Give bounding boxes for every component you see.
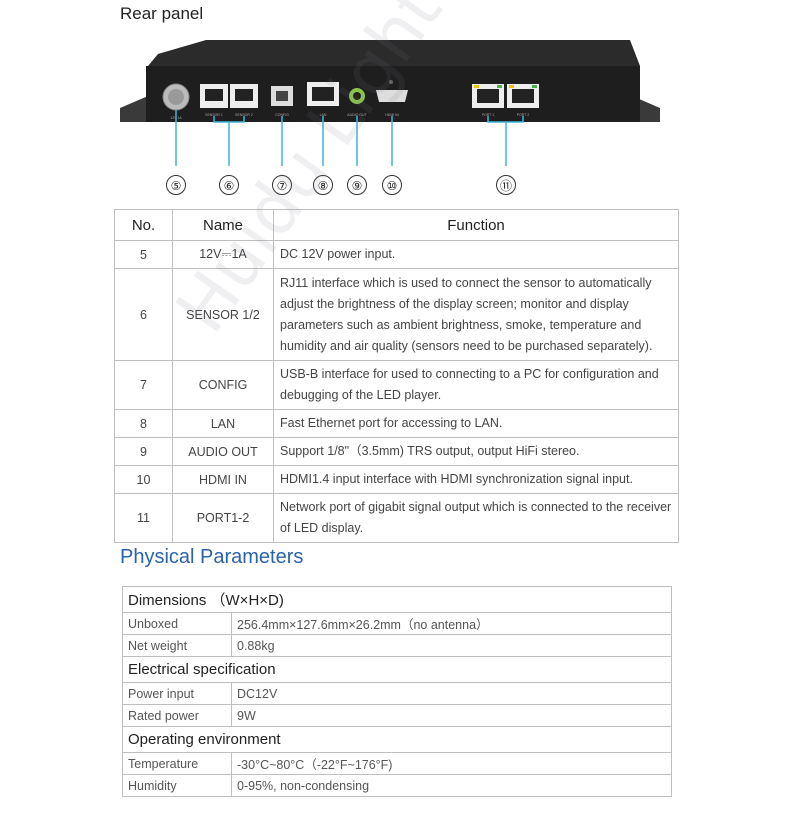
callout-10: ⑩ [382,175,402,195]
param-value: 9W [231,704,672,727]
port-label: CONFIG [275,113,289,117]
port-label: AUDIO OUT [347,113,367,117]
param-label: Unboxed [122,612,232,635]
row-no: 9 [114,437,173,466]
table-row: 8 LAN Fast Ethernet port for accessing t… [114,409,679,438]
row-name: PORT1-2 [172,493,274,543]
header-no: No. [114,209,173,241]
table-row: 6 SENSOR 1/2 RJ11 interface which is use… [114,268,679,361]
row-function: DC 12V power input. [273,240,679,269]
param-value: DC12V [231,682,672,705]
row-function: HDMI1.4 input interface with HDMI synchr… [273,465,679,494]
hdmi-in-icon [376,90,408,102]
row-no: 7 [114,360,173,410]
param-label: Net weight [122,634,232,657]
port-function-table: No. Name Function 5 12V⎓1A DC 12V power … [114,209,679,543]
row-no: 11 [114,493,173,543]
row-function: Network port of gigabit signal output wh… [273,493,679,543]
callout-8: ⑧ [313,175,333,195]
physical-parameters-title: Physical Parameters [120,546,304,568]
row-name: HDMI IN [172,465,274,494]
row-function: USB-B interface for used to connecting t… [273,360,679,410]
param-value: -30°C~80°C（-22°F~176°F) [231,752,672,775]
param-label: Power input [122,682,232,705]
param-value: 256.4mm×127.6mm×26.2mm（no antenna） [231,612,672,635]
electrical-header: Electrical specification [122,656,672,683]
header-function: Function [273,209,679,241]
port-label: PORT 1 [482,113,495,117]
rear-panel-title: Rear panel [120,4,204,23]
port-label: LAN [320,113,327,117]
row-name: 12V⎓1A [172,240,274,269]
row-name: SENSOR 1/2 [172,268,274,361]
param-label: Temperature [122,752,232,775]
row-name: LAN [172,409,274,438]
port-label: PORT 2 [517,113,530,117]
table-row: 10 HDMI IN HDMI1.4 input interface with … [114,465,679,494]
param-value: 0.88kg [231,634,672,657]
row-function: RJ11 interface which is used to connect … [273,268,679,361]
table-header-row: No. Name Function [114,209,679,241]
table-row: Unboxed 256.4mm×127.6mm×26.2mm（no antenn… [122,612,672,635]
table-row: Rated power 9W [122,704,672,727]
table-row: Electrical specification [122,656,672,683]
row-no: 10 [114,465,173,494]
row-name: AUDIO OUT [172,437,274,466]
row-no: 8 [114,409,173,438]
table-row: 5 12V⎓1A DC 12V power input. [114,240,679,269]
callout-11: ⑪ [496,175,516,195]
callout-6: ⑥ [219,175,239,195]
param-label: Rated power [122,704,232,727]
physical-parameters-table: Dimensions （W×H×D) Unboxed 256.4mm×127.6… [122,586,672,797]
callout-9: ⑨ [347,175,367,195]
table-row: 9 AUDIO OUT Support 1/8"（3.5mm) TRS outp… [114,437,679,466]
device-top [148,40,640,66]
row-function: Fast Ethernet port for accessing to LAN. [273,409,679,438]
table-row: Dimensions （W×H×D) [122,586,672,613]
callout-7: ⑦ [272,175,292,195]
header-name: Name [172,209,274,241]
table-row: Humidity 0-95%, non-condensing [122,774,672,797]
callout-5: ⑤ [166,175,186,195]
table-row: 11 PORT1-2 Network port of gigabit signa… [114,493,679,543]
param-label: Humidity [122,774,232,797]
row-name: CONFIG [172,360,274,410]
port-label: SENSOR 2 [235,113,253,117]
port-label: HDMI IN [385,113,399,117]
table-row: Temperature -30°C~80°C（-22°F~176°F) [122,752,672,775]
row-no: 6 [114,268,173,361]
table-row: Net weight 0.88kg [122,634,672,657]
param-value: 0-95%, non-condensing [231,774,672,797]
device-rear-panel-illustration: 12V 1A SENSOR 1 SENSOR 2 CONFIG LAN AUDI… [120,40,660,166]
callout-lines [175,110,524,166]
operating-header: Operating environment [122,726,672,753]
dimensions-header: Dimensions （W×H×D) [122,586,672,613]
left-flange [120,96,148,122]
row-no: 5 [114,240,173,269]
table-row: Power input DC12V [122,682,672,705]
table-row: Operating environment [122,726,672,753]
table-row: 7 CONFIG USB-B interface for used to con… [114,360,679,410]
port-label: SENSOR 1 [205,113,223,117]
row-function: Support 1/8"（3.5mm) TRS output, output H… [273,437,679,466]
